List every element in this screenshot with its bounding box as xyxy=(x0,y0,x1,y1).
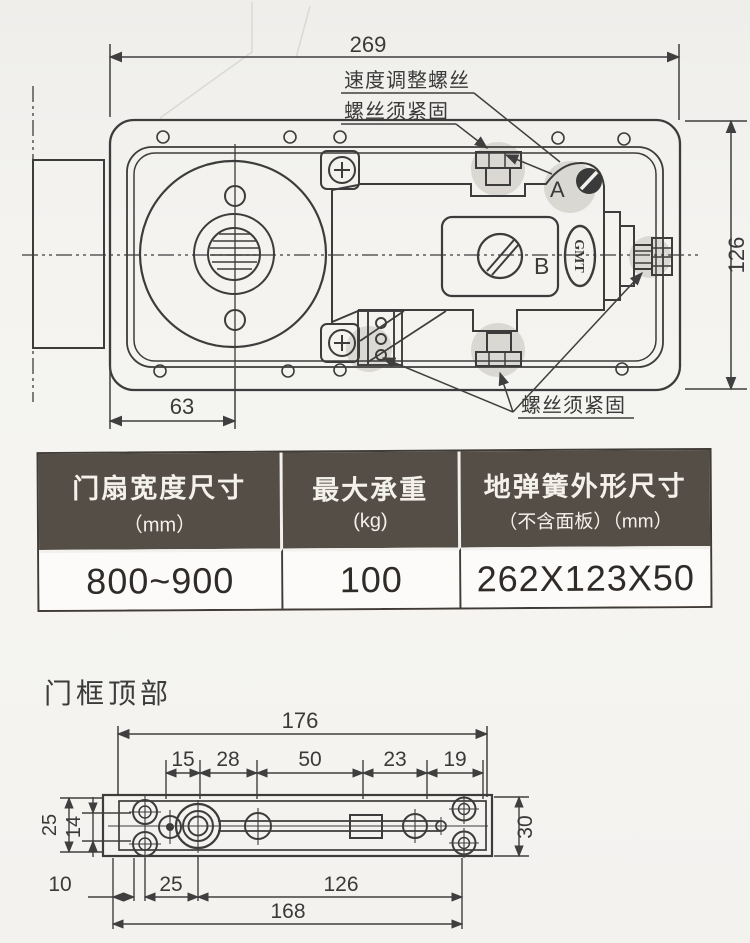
header-unit: （不含面板）（mm） xyxy=(498,510,673,533)
header-unit: (kg) xyxy=(353,509,388,532)
speed-adjust-screw-bottom-icon xyxy=(475,332,522,367)
header-title: 最大承重 xyxy=(312,474,429,505)
spec-value-body-size: 262X123X50 xyxy=(461,545,711,608)
dimension-63 xyxy=(108,357,237,429)
dim-30-right-label: 30 xyxy=(514,815,537,838)
anchor-bolt-icon xyxy=(633,237,673,276)
scan-crease-lines xyxy=(159,2,311,119)
adjuster-hole-icon xyxy=(402,809,428,843)
brand-text: GMT xyxy=(571,239,586,273)
cover-screw-holes xyxy=(153,130,631,378)
dim-23-label: 23 xyxy=(383,748,406,771)
gmt-logo: GMT xyxy=(563,224,597,288)
pivot-spindle-icon xyxy=(174,800,222,853)
adjuster-hole-icon xyxy=(244,808,272,845)
dimension-269 xyxy=(108,44,681,120)
spec-table-header-door-width: 门扇宽度尺寸 （mm） xyxy=(38,452,284,551)
top-plate xyxy=(101,793,494,858)
dim-28-label: 28 xyxy=(216,748,239,771)
dimension-bottom-rows xyxy=(88,856,464,929)
dimension-176 xyxy=(116,726,489,797)
latch-bracket xyxy=(357,310,403,366)
spec-table: 门扇宽度尺寸 （mm） 最大承重 (kg) 地弹簧外形尺寸 （不含面板）（mm）… xyxy=(36,447,713,613)
dimension-segments xyxy=(164,760,485,799)
phillips-screw-icon xyxy=(320,150,360,363)
dimension-30-right xyxy=(494,795,529,858)
marker-b-label: B xyxy=(534,253,549,279)
dim-168-label: 168 xyxy=(270,900,305,923)
dim-14-left-label: 14 xyxy=(63,816,85,838)
screw-hole-icon xyxy=(129,796,161,860)
dim-176-label: 176 xyxy=(282,708,319,733)
valve-b xyxy=(440,215,560,298)
small-pin-icon xyxy=(435,817,447,835)
dim-15-label: 15 xyxy=(171,748,194,771)
dim-10-label: 10 xyxy=(48,873,71,896)
dim-25-bottom-label: 25 xyxy=(159,873,182,896)
plate-fasteners xyxy=(129,794,479,860)
header-unit: （mm） xyxy=(122,513,197,537)
door-leaf-outline xyxy=(32,159,105,349)
dim-25-left-label: 25 xyxy=(39,814,61,836)
spec-value-max-load: 100 xyxy=(283,547,462,609)
screws-tighten-top-label: 螺丝须紧固 xyxy=(344,100,449,123)
dimension-25-left xyxy=(60,796,104,854)
header-title: 门扇宽度尺寸 xyxy=(72,472,247,504)
leader-lines xyxy=(341,92,643,419)
spec-value-door-width: 800~900 xyxy=(39,548,284,611)
dimension-126 xyxy=(685,119,747,391)
dim-19-label: 19 xyxy=(443,748,466,771)
marker-a-label: A xyxy=(550,177,565,202)
speed-adjust-screw-label: 速度调整螺丝 xyxy=(344,69,470,92)
dim-269-label: 269 xyxy=(350,32,387,57)
dim-126-label: 126 xyxy=(724,237,749,274)
spec-table-header-max-load: 最大承重 (kg) xyxy=(282,451,462,549)
screws-tighten-bottom-label: 螺丝须紧固 xyxy=(521,394,626,417)
marker-a: A xyxy=(550,168,602,202)
slider-block xyxy=(349,814,383,839)
door-frame-top-drawing: 176 15 28 50 23 19 xyxy=(39,708,537,929)
spec-table-header-body-size: 地弹簧外形尺寸 （不含面板）（mm） xyxy=(460,449,711,548)
dim-50-label: 50 xyxy=(298,748,321,771)
cam-assembly xyxy=(138,144,328,366)
dim-63-label: 63 xyxy=(170,394,194,419)
dim-126-label: 126 xyxy=(323,873,358,896)
pin-hole-icon xyxy=(158,810,182,844)
screw-hole-icon xyxy=(449,794,479,858)
dimension-14-left xyxy=(82,797,131,857)
floor-spring-top-view-drawing: B GMT A xyxy=(22,2,749,429)
header-title: 地弹簧外形尺寸 xyxy=(483,470,687,502)
mechanism-body xyxy=(331,161,635,363)
section-title-door-frame-top: 门框顶部 xyxy=(44,678,173,709)
